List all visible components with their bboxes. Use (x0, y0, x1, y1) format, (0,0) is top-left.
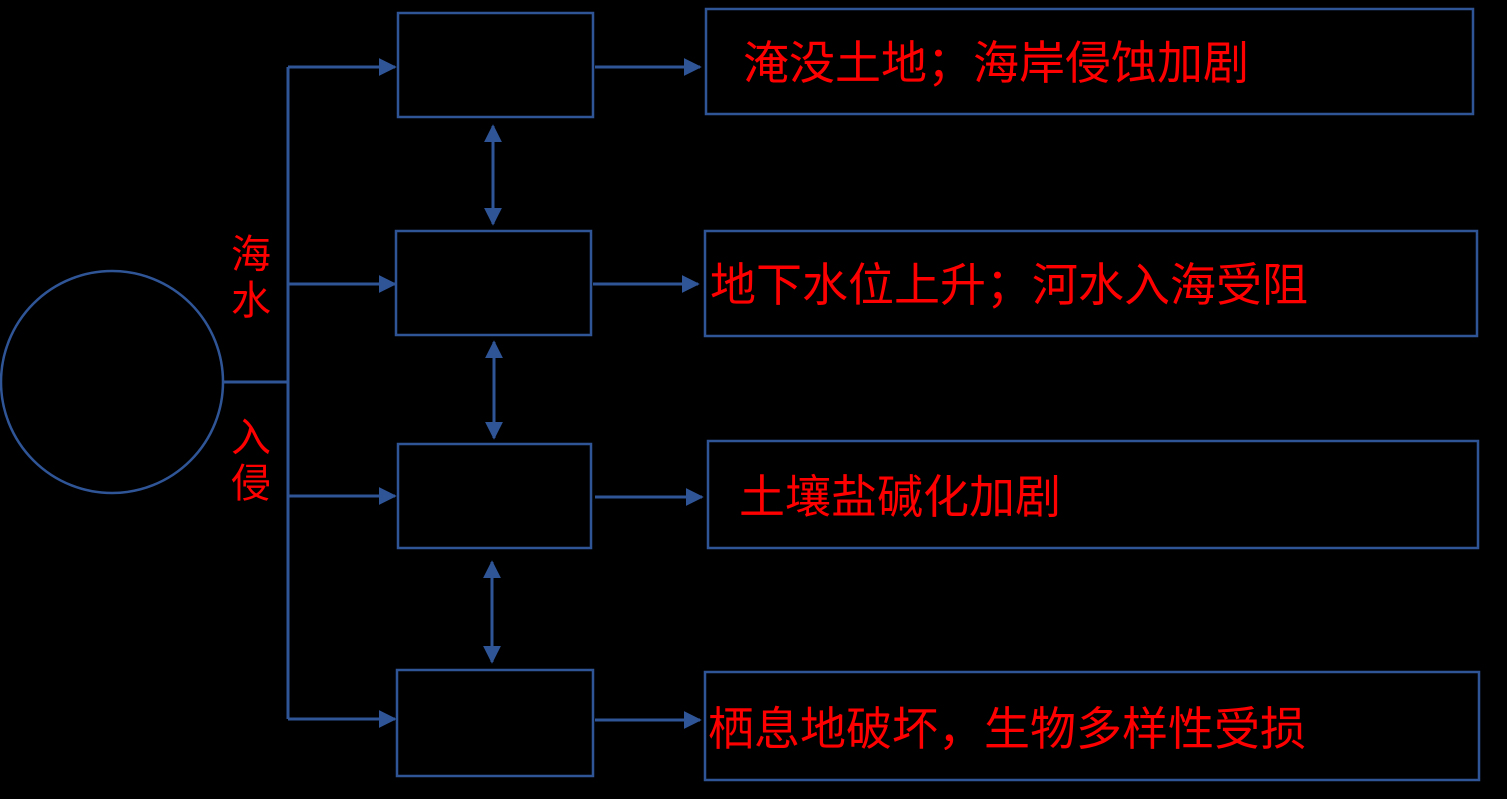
effect-box-4 (703, 670, 1481, 782)
effect-box-2 (703, 229, 1479, 338)
middle-box-4 (395, 668, 595, 778)
source-circle (0, 269, 225, 495)
effect-text-2: 地下水位上升；河水入海受阻 (710, 258, 1308, 312)
effect-text-4: 栖息地破坏，生物多样性受损 (708, 702, 1306, 756)
effect-text-1: 淹没土地；海岸侵蚀加剧 (743, 36, 1249, 90)
left-label-bottom: 入侵 (231, 415, 271, 507)
middle-box-2 (394, 229, 593, 337)
middle-box-3 (396, 442, 593, 550)
middle-box-1 (396, 11, 595, 119)
effect-box-3 (706, 439, 1480, 550)
left-label-top: 海水 (231, 232, 271, 324)
effect-text-3: 土壤盐碱化加剧 (739, 470, 1061, 524)
effect-box-1 (704, 7, 1475, 116)
